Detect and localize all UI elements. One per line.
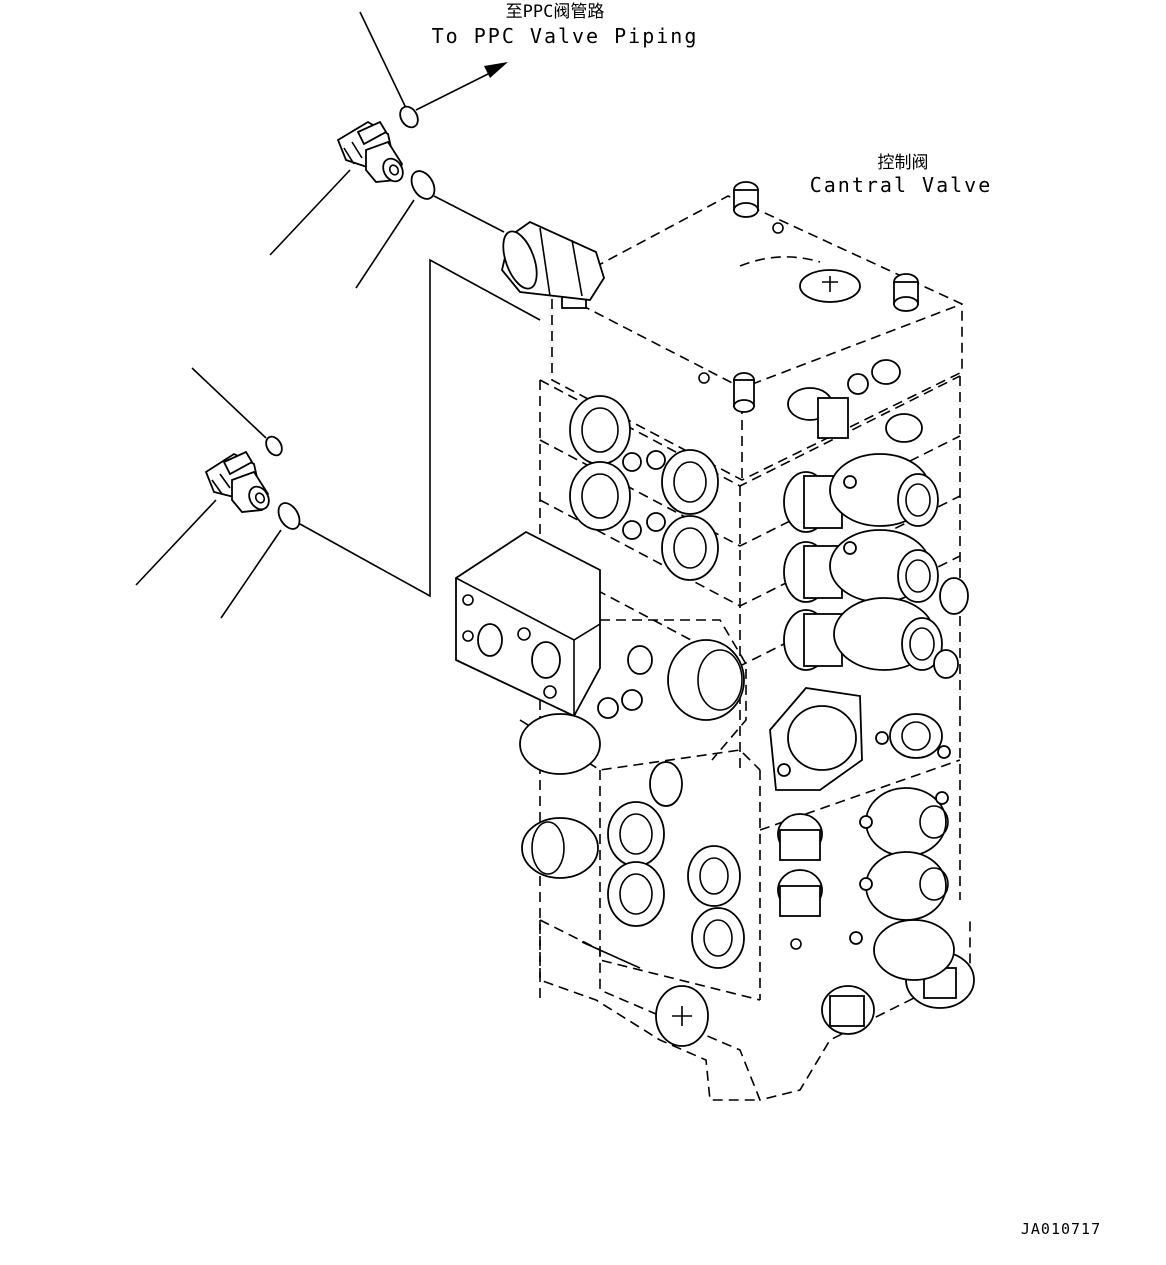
solenoid-row (783, 597, 959, 679)
control-valve-assembly (455, 181, 975, 1101)
control-valve-label-en: Cantral Valve (810, 173, 993, 197)
center-line (299, 258, 541, 598)
o-ring-large (410, 170, 436, 200)
leader-line (269, 169, 351, 256)
arrow-to-ppc (415, 62, 508, 111)
base-block (539, 919, 975, 1101)
ppc-label-cn: 至PPC阀管路 (506, 2, 605, 22)
solenoid-row (783, 453, 939, 533)
port-boss (569, 395, 719, 515)
lower-sections (521, 787, 949, 969)
middle-section (519, 619, 961, 1001)
top-plate (551, 181, 963, 481)
o-ring-small (265, 435, 283, 457)
elbow-fitting-upper (336, 120, 404, 183)
leader-line (191, 367, 267, 439)
o-ring-large (277, 502, 301, 530)
side-port (501, 220, 605, 301)
leader-line (355, 199, 415, 289)
o-ring-small (399, 105, 419, 129)
upper-fitting-group (269, 11, 508, 289)
solenoid-row (783, 529, 969, 615)
ppc-label-en: To PPC Valve Piping (432, 24, 699, 48)
side-block (455, 530, 601, 718)
leader-line (359, 11, 407, 109)
port-boss (569, 461, 719, 581)
drawing-number: JA010717 (1021, 1220, 1101, 1238)
leader-line (220, 529, 282, 619)
control-valve-label-cn: 控制阀 (878, 153, 929, 173)
elbow-fitting-lower (204, 450, 270, 513)
valve-sections (539, 359, 969, 1000)
center-line (433, 195, 505, 233)
plug-row (787, 359, 923, 443)
lower-fitting-group (135, 258, 541, 619)
leader-line (135, 499, 217, 586)
